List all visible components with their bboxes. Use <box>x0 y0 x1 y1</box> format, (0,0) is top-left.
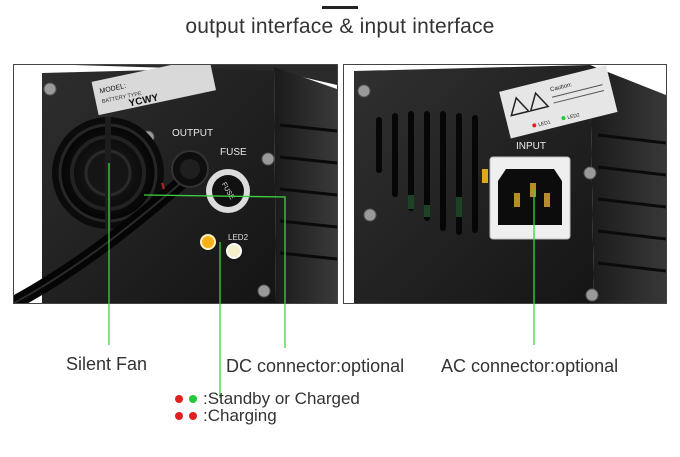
ac-pin-left <box>514 193 520 207</box>
warning-label-sticker: Caution: LED1 LED2 <box>499 65 618 139</box>
fuse-cap <box>212 175 244 207</box>
screw-mid-left-right-panel <box>363 208 377 222</box>
product-label-sticker: MODEL: BATTERY TYPE YCWY <box>91 65 217 116</box>
screw-right-right-panel <box>583 166 597 180</box>
output-interface-illustration: MODEL: BATTERY TYPE YCWY OUTPUT FUSE FUS… <box>14 65 337 303</box>
led1-indicator <box>200 234 216 250</box>
legend-charging: :Charging <box>175 406 277 426</box>
caution-text: Caution: <box>550 82 573 93</box>
legend-dot-red <box>175 395 183 403</box>
caption-ac-connector: AC connector:optional <box>441 356 619 376</box>
input-label: INPUT <box>516 141 546 152</box>
led2-sticker-text: LED2 <box>567 112 581 121</box>
screw-right <box>261 152 275 166</box>
led2-indicator <box>226 243 242 259</box>
screw-bottom-right-right-panel <box>585 288 599 302</box>
top-accent-bar <box>322 6 358 9</box>
screw-top-left <box>43 82 57 96</box>
screw-top-left-right-panel <box>357 84 371 98</box>
warning-triangle-icon <box>510 96 531 117</box>
legend-standby: :Standby or Charged <box>175 389 360 409</box>
legend-dot-red-2 <box>189 412 197 420</box>
ac-pin-center <box>530 183 536 197</box>
indicator-yellow-mark <box>482 169 488 183</box>
caption-dc-connector: DC connector:optional <box>226 356 405 376</box>
output-label: OUTPUT <box>172 128 213 139</box>
legend-charging-text: :Charging <box>203 406 277 425</box>
led1-sticker-text: LED1 <box>538 119 552 128</box>
led2-label: LED2 <box>228 233 249 242</box>
output-interface-photo: MODEL: BATTERY TYPE YCWY OUTPUT FUSE FUS… <box>13 64 338 304</box>
page-title: output interface & input interface <box>185 15 495 38</box>
screw-bottom-right <box>257 284 271 298</box>
legend-standby-text: :Standby or Charged <box>203 389 360 408</box>
caption-silent-fan: Silent Fan <box>66 354 148 374</box>
leader-dc-connector <box>143 194 286 348</box>
legend-dot-red <box>175 412 183 420</box>
warning-triangle-icon-2 <box>529 91 550 112</box>
fuse-label: FUSE <box>220 147 247 158</box>
ac-pin-right <box>544 193 550 207</box>
charger-side-fins-right <box>590 65 666 303</box>
legend-dot-green <box>189 395 197 403</box>
